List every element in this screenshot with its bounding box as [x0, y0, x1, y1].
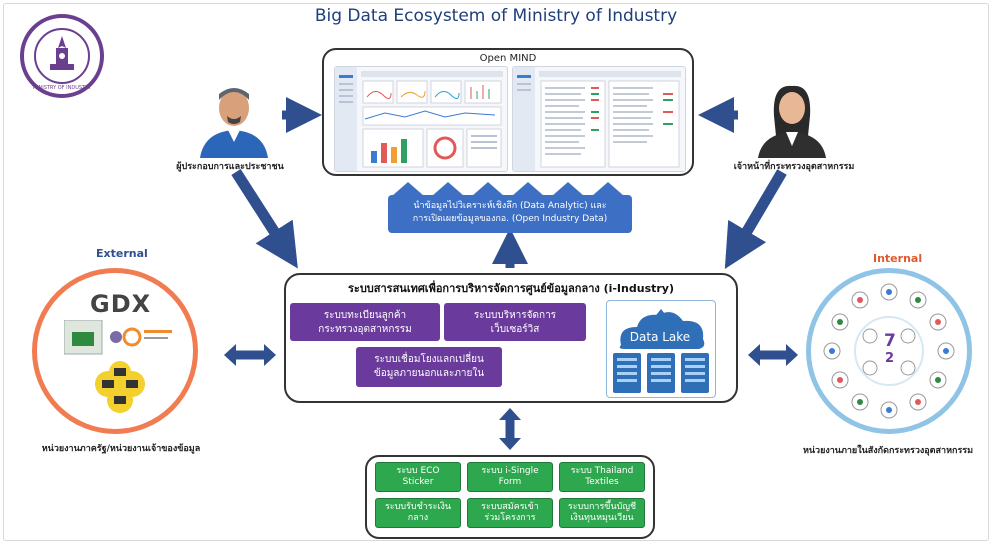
left-person-label: ผู้ประกอบการและประชาชน	[176, 162, 284, 172]
dashboard-screenshot-left	[334, 66, 508, 172]
system-central-payment-line2: กลาง	[407, 513, 429, 523]
system-thailand-textiles: ระบบ Thailand Textiles	[559, 462, 645, 492]
system-central-payment-line1: ระบบรับชำระเงิน	[384, 502, 452, 512]
seal-emblem	[34, 28, 90, 84]
internal-label: Internal	[873, 252, 923, 265]
data-lake-label: Data Lake	[629, 330, 691, 344]
external-agency-logos	[64, 320, 172, 413]
external-label: External	[96, 247, 148, 260]
arrow-right-person-to-center	[724, 169, 787, 269]
internal-number-7: 7	[884, 331, 896, 351]
system-revolving-fund-line1: ระบบการขึ้นบัญชี	[567, 502, 637, 512]
page-frame	[3, 3, 989, 541]
system-thailand-textiles-line2: Textiles	[585, 477, 619, 487]
dashboard-screenshot-right	[512, 66, 686, 172]
ministry-seal-logo: MINISTRY OF INDUSTRY	[20, 14, 104, 98]
arrow-center-systems	[499, 408, 521, 450]
customer-registry-line2: กระทรวงอุตสาหกรรม	[318, 324, 412, 335]
data-lake-graphic	[606, 300, 716, 398]
system-i-single-form-line1: ระบบ i-Single	[481, 466, 539, 476]
open-mind-label: Open MIND	[479, 53, 537, 64]
data-exchange-box: ระบบเชื่อมโยงแลกเปลี่ยน ข้อมูลภายนอกและภ…	[356, 347, 502, 387]
system-eco-sticker-line1: ระบบ ECO	[396, 466, 440, 476]
system-revolving-fund-line2: เงินทุนหมุนเวียน	[570, 513, 634, 523]
data-lake-icon	[613, 309, 709, 393]
officer-person-icon	[758, 85, 826, 158]
system-eco-sticker: ระบบ ECO Sticker	[375, 462, 461, 492]
customer-registry-box: ระบบทะเบียนลูกค้า กระทรวงอุตสาหกรรม	[290, 303, 440, 341]
system-i-single-form-line2: Form	[498, 477, 522, 487]
business-person-icon	[200, 88, 268, 158]
analytics-line2: การเปิดเผยข้อมูลของกอ. (Open Industry Da…	[412, 214, 608, 224]
page-title: Big Data Ecosystem of Ministry of Indust…	[314, 6, 678, 26]
dashboard-left-graphic	[335, 67, 503, 171]
right-person-label: เจ้าหน้าที่กระทรวงอุตสาหกรรม	[733, 162, 855, 172]
i-industry-title: ระบบสารสนเทศเพื่อการบริหารจัดการศูนย์ข้อ…	[348, 282, 674, 295]
system-project-registration-line1: ระบบสมัครเข้า	[481, 502, 539, 512]
system-i-single-form: ระบบ i-Single Form	[467, 462, 553, 492]
arrow-external-center	[224, 344, 276, 366]
system-revolving-fund: ระบบการขึ้นบัญชี เงินทุนหมุนเวียน	[559, 498, 645, 528]
external-caption: หน่วยงานภาครัฐ/หน่วยงานเจ้าของข้อมูล	[41, 444, 201, 454]
data-exchange-line2: ข้อมูลภายนอกและภายใน	[373, 368, 485, 379]
internal-caption: หน่วยงานภายในสังกัดกระทรวงอุตสาหกรรม	[802, 446, 974, 456]
webservice-line1: ระบบบริหารจัดการ	[473, 310, 557, 321]
data-analytics-box: นำข้อมูลไปวิเคราะห์เชิงลึก (Data Analyti…	[388, 195, 632, 233]
system-eco-sticker-line2: Sticker	[402, 477, 434, 487]
webservice-box: ระบบบริหารจัดการ เว็บเซอร์วิส	[444, 303, 586, 341]
analytics-up-arrows	[392, 182, 624, 196]
webservice-line2: เว็บเซอร์วิส	[490, 324, 540, 335]
data-exchange-line1: ระบบเชื่อมโยงแลกเปลี่ยน	[374, 354, 484, 365]
internal-agency-logos	[823, 283, 955, 419]
arrow-center-internal	[748, 344, 798, 366]
system-central-payment: ระบบรับชำระเงิน กลาง	[375, 498, 461, 528]
system-project-registration: ระบบสมัครเข้า ร่วมโครงการ	[467, 498, 553, 528]
internal-number-2: 2	[885, 351, 895, 366]
gdx-logo: GDX	[90, 290, 152, 318]
seal-emblem-icon	[50, 36, 74, 70]
arrow-left-person-to-center	[231, 169, 298, 269]
system-project-registration-line2: ร่วมโครงการ	[484, 513, 536, 523]
seal-bottom-text: MINISTRY OF INDUSTRY	[32, 85, 92, 91]
system-thailand-textiles-line1: ระบบ Thailand	[570, 466, 634, 476]
analytics-line1: นำข้อมูลไปวิเคราะห์เชิงลึก (Data Analyti…	[413, 201, 607, 211]
customer-registry-line1: ระบบทะเบียนลูกค้า	[323, 310, 407, 321]
dashboard-right-graphic	[513, 67, 681, 171]
